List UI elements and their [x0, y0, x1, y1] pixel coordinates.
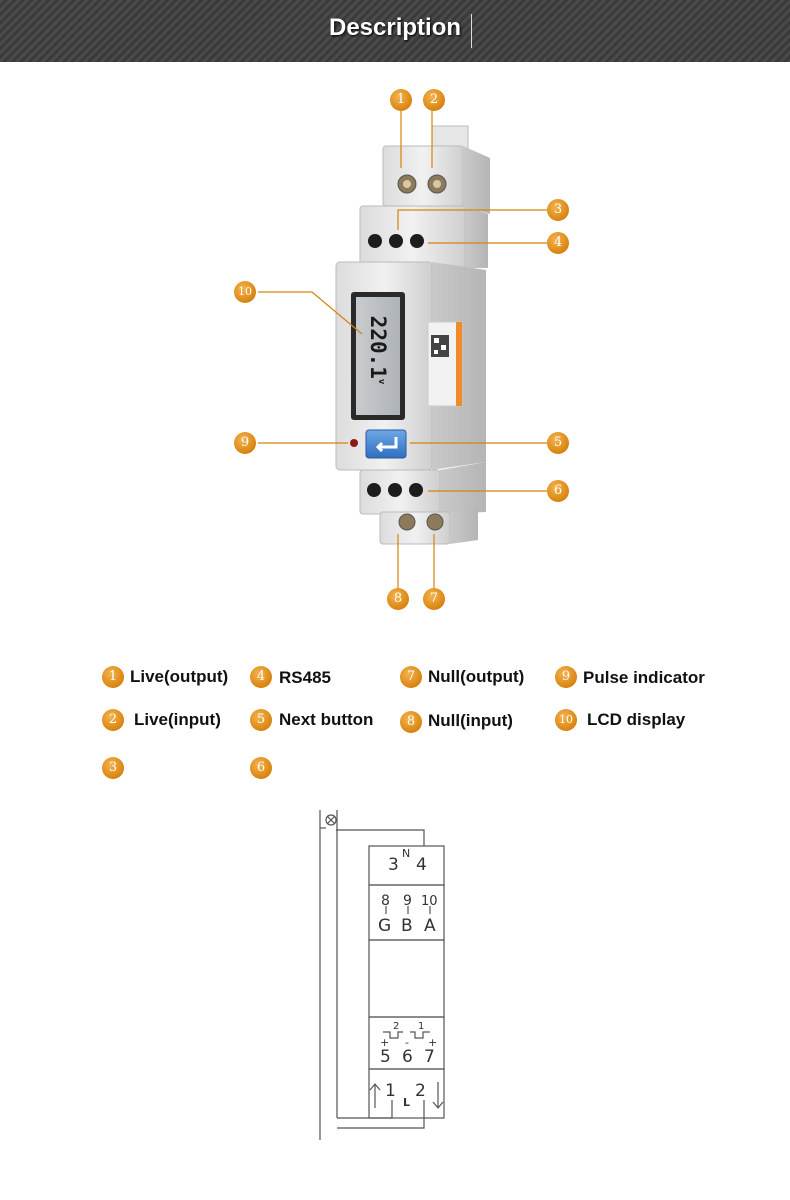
w-l-right: 2: [415, 1081, 426, 1101]
w-t8: 8: [381, 893, 390, 909]
legend-badge-7: 7: [400, 666, 422, 688]
w-g: G: [378, 916, 391, 936]
screw-head: [433, 180, 441, 188]
callout-badge-2: 2: [423, 89, 445, 111]
rs485-hole-3: [410, 234, 424, 248]
w-plus-a: +: [380, 1036, 389, 1049]
lcd-screen: [356, 297, 400, 415]
w-n-left: 3: [388, 855, 399, 875]
wire-neutral-in: [337, 1100, 393, 1119]
terminal-box-l: [368, 1068, 445, 1119]
legend-label-8: Null(input): [428, 711, 513, 730]
w-t5: 5: [380, 1047, 391, 1067]
lcd-value: 220.1: [366, 315, 390, 379]
bottom-block-side: [450, 508, 478, 544]
w-l-mid: L: [403, 1096, 410, 1109]
arrow-down-head: [432, 1101, 444, 1109]
meter-illustration: [258, 110, 547, 588]
legend-badge-5: 5: [250, 709, 272, 731]
w-n-right: 4: [416, 855, 427, 875]
terminal-box-rs485: [368, 884, 445, 941]
title-divider: [471, 14, 472, 48]
terminal-box-blank: [368, 939, 445, 1018]
side-label-stripe: [456, 322, 462, 406]
terminal-screw-7: [426, 513, 444, 531]
terminal-screw-8: [398, 513, 416, 531]
callout-badge-3: 3: [547, 199, 569, 221]
lamp-symbol: [325, 814, 337, 826]
qr-dot: [434, 338, 439, 343]
legend-label-7: Null(output): [428, 667, 525, 686]
qr-dot: [441, 345, 446, 350]
pulse-shape-2: [383, 1031, 403, 1039]
w-a: A: [424, 916, 436, 936]
wire-to-n: [336, 829, 425, 846]
lower-side: [440, 462, 486, 514]
legend-badge-3: 3: [102, 757, 124, 779]
legend-label-1: Live(output): [130, 667, 229, 686]
w-t9: 9: [403, 893, 412, 909]
w-l-left: 1: [385, 1081, 396, 1101]
terminal-box-n: [368, 845, 445, 886]
w-plus-b: +: [428, 1036, 437, 1049]
legend-badge-6: 6: [250, 757, 272, 779]
qr-code: [431, 335, 449, 357]
callout-badge-10: 10: [234, 281, 256, 303]
callout-badge-8: 8: [387, 588, 409, 610]
lamp-cross: [326, 815, 336, 825]
w-b: B: [401, 916, 413, 936]
w-n-mid: N: [402, 847, 410, 860]
arrow-up-head: [369, 1083, 381, 1091]
w-t10: 10: [421, 894, 438, 909]
legend-badge-8: 8: [400, 711, 422, 733]
pulse-hole-2: [388, 483, 402, 497]
w-minus: -: [405, 1036, 409, 1049]
callout-badge-1: 1: [390, 89, 412, 111]
callout-badge-6: 6: [547, 480, 569, 502]
pulse-led: [350, 439, 358, 447]
lamp-cross: [326, 815, 336, 825]
page-title: Description: [328, 14, 462, 41]
next-button-drawing: [365, 429, 407, 459]
legend-label-2: Live(input): [134, 710, 221, 729]
header-banner: [0, 0, 790, 62]
screw-head: [403, 180, 411, 188]
legend-badge-4: 4: [250, 666, 272, 688]
legend-badge-10: 10: [555, 709, 577, 731]
pulse-hole-1: [367, 483, 381, 497]
rs485-hole-2: [389, 234, 403, 248]
w-t6: 6: [402, 1047, 413, 1067]
callout-badge-7: 7: [423, 588, 445, 610]
legend-badge-9: 9: [555, 666, 577, 688]
legend-badge-1: 1: [102, 666, 124, 688]
legend-badge-2: 2: [102, 709, 124, 731]
enter-arrow-icon: [375, 437, 398, 453]
rs485-hole-1: [368, 234, 382, 248]
legend-label-5: Next button: [279, 710, 374, 729]
legend-label-10: LCD display: [587, 710, 686, 729]
legend-label-9: Pulse indicator: [583, 668, 705, 687]
upper-side: [465, 206, 488, 268]
w-p1: 1: [418, 1021, 424, 1032]
top-block-side: [463, 146, 490, 214]
pulse-shape-1: [410, 1031, 430, 1039]
qr-dot: [434, 350, 438, 354]
callout-badge-5: 5: [547, 432, 569, 454]
callout-badge-9: 9: [234, 432, 256, 454]
w-t7: 7: [424, 1047, 435, 1067]
legend-label-4: RS485: [279, 668, 331, 687]
wire-line-in: [337, 1100, 425, 1129]
lcd-unit: v: [376, 378, 386, 385]
top-terminal-block: [382, 145, 464, 207]
w-p2: 2: [393, 1021, 399, 1032]
lcd-reading: 220.1v: [366, 316, 390, 385]
callout-leaders: [258, 110, 547, 588]
callout-badge-4: 4: [547, 232, 569, 254]
terminal-box-pulse: [368, 1016, 445, 1070]
pulse-hole-3: [409, 483, 423, 497]
